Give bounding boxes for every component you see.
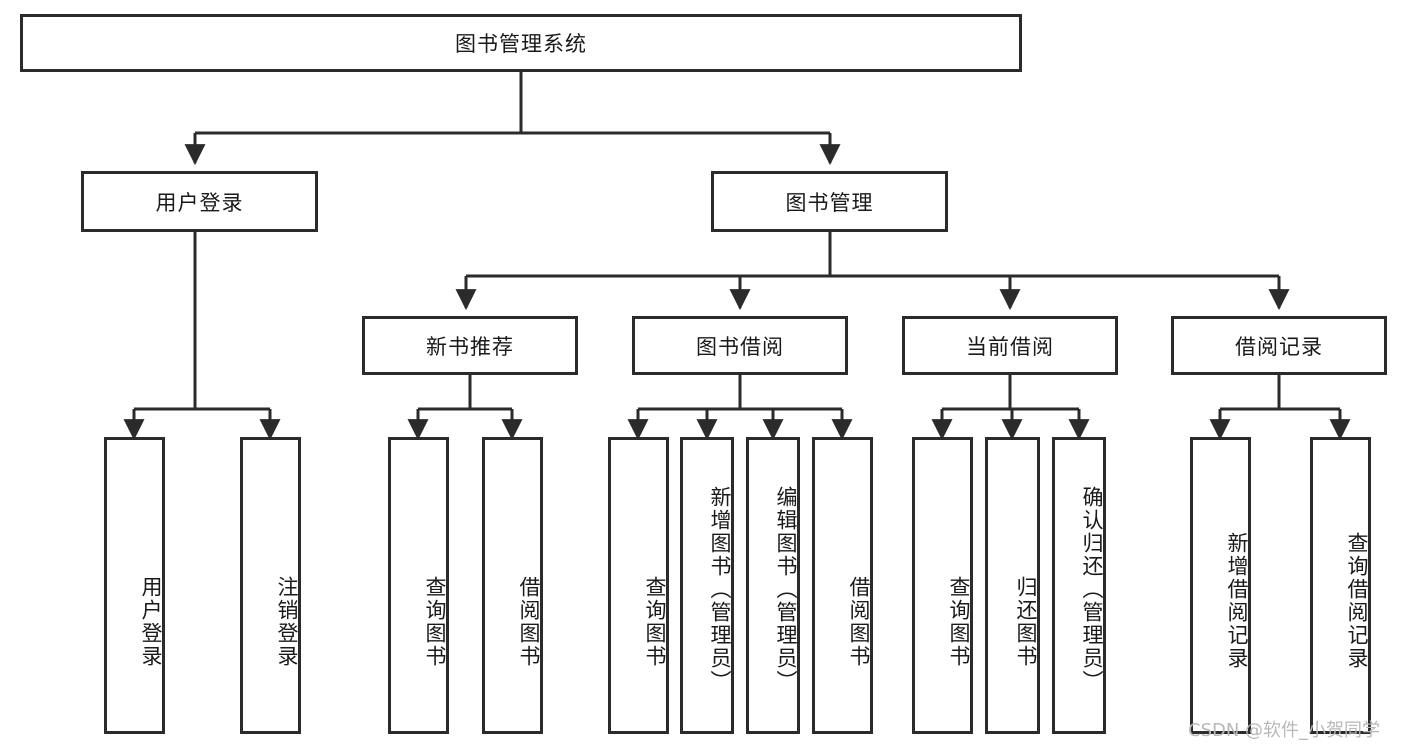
node-label: 图书借阅 bbox=[696, 334, 784, 359]
node-label: 新增借阅记录 bbox=[1225, 531, 1249, 670]
node-label: 借阅图书 bbox=[847, 575, 871, 668]
node-label: 当前借阅 bbox=[966, 334, 1054, 359]
leaf-return-book[interactable]: 归还图书 bbox=[985, 437, 1040, 734]
node-borrow-record[interactable]: 借阅记录 bbox=[1171, 316, 1387, 375]
leaf-borrow-book-recommend[interactable]: 借阅图书 bbox=[482, 437, 543, 734]
node-label: 确认归还（管理员） bbox=[1080, 486, 1104, 693]
node-label: 查询图书 bbox=[643, 575, 667, 668]
node-label: 查询图书 bbox=[947, 575, 971, 668]
node-label: 注销登录 bbox=[275, 575, 299, 668]
node-book-borrow[interactable]: 图书借阅 bbox=[632, 316, 848, 375]
node-label: 图书管理 bbox=[785, 190, 874, 215]
leaf-user-login[interactable]: 用户登录 bbox=[104, 437, 165, 734]
node-book-management[interactable]: 图书管理 bbox=[711, 171, 948, 232]
leaf-add-borrow-record[interactable]: 新增借阅记录 bbox=[1190, 437, 1251, 734]
leaf-query-book-current[interactable]: 查询图书 bbox=[912, 437, 973, 734]
node-new-book-recommend[interactable]: 新书推荐 bbox=[362, 316, 578, 375]
leaf-borrow-book-borrow[interactable]: 借阅图书 bbox=[812, 437, 873, 734]
node-label: 查询图书 bbox=[423, 575, 447, 668]
leaf-query-book-recommend[interactable]: 查询图书 bbox=[388, 437, 449, 734]
node-label: 借阅图书 bbox=[517, 575, 541, 668]
watermark: CSDN @软件_小贺同学 bbox=[1188, 720, 1381, 741]
node-label: 新增图书（管理员） bbox=[708, 486, 732, 693]
node-user-login[interactable]: 用户登录 bbox=[81, 171, 318, 232]
leaf-query-borrow-record[interactable]: 查询借阅记录 bbox=[1310, 437, 1371, 734]
node-label: 用户登录 bbox=[155, 190, 244, 215]
node-label: 图书管理系统 bbox=[455, 32, 587, 56]
node-label: 查询借阅记录 bbox=[1345, 531, 1369, 670]
node-current-borrow[interactable]: 当前借阅 bbox=[902, 316, 1118, 375]
node-label: 归还图书 bbox=[1014, 575, 1038, 668]
node-label: 借阅记录 bbox=[1235, 334, 1323, 359]
node-root-book-management-system[interactable]: 图书管理系统 bbox=[20, 14, 1022, 72]
leaf-query-book-borrow[interactable]: 查询图书 bbox=[608, 437, 669, 734]
leaf-edit-book-admin[interactable]: 编辑图书（管理员） bbox=[746, 437, 800, 734]
leaf-confirm-return-admin[interactable]: 确认归还（管理员） bbox=[1052, 437, 1106, 734]
leaf-logout[interactable]: 注销登录 bbox=[240, 437, 301, 734]
node-label: 新书推荐 bbox=[426, 334, 514, 359]
node-label: 用户登录 bbox=[139, 575, 163, 668]
leaf-add-book-admin[interactable]: 新增图书（管理员） bbox=[680, 437, 734, 734]
node-label: 编辑图书（管理员） bbox=[774, 486, 798, 693]
